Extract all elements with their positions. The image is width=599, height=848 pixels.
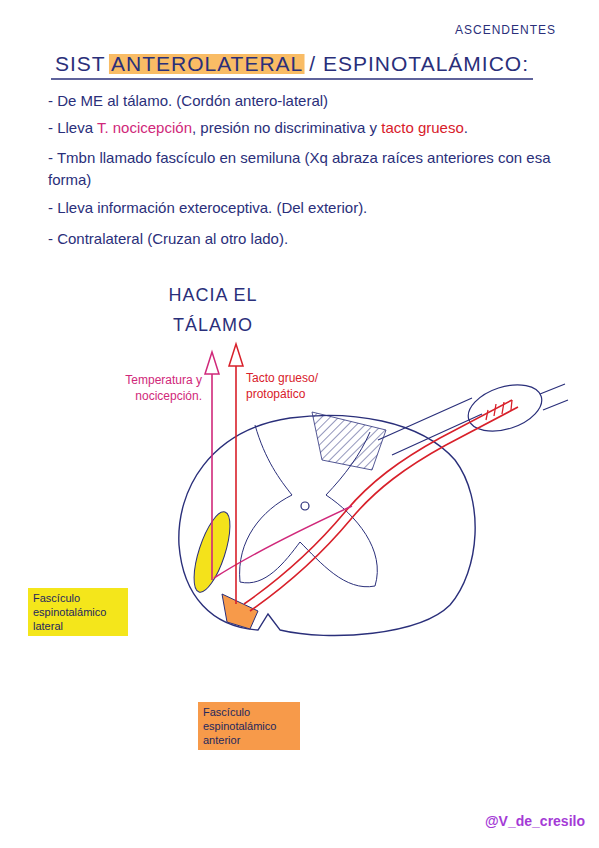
- anterior-tract: [222, 594, 258, 629]
- bullet-note: - Lleva información exteroceptiva. (Del …: [48, 197, 568, 219]
- arrow-head: [205, 352, 219, 374]
- arrow-head: [229, 344, 243, 366]
- title-underline: [51, 78, 533, 79]
- bullet-note: - Lleva T. nocicepción, presión no discr…: [48, 117, 568, 139]
- central-canal: [301, 502, 309, 510]
- bullet-note: - De ME al tálamo. (Cordón antero-latera…: [48, 90, 568, 112]
- tract-name: Fascículo espinotalámico lateral: [33, 591, 123, 633]
- text-run: .: [464, 119, 468, 136]
- text-run: , presión no discriminativa y: [192, 119, 381, 136]
- pain-fibre: [214, 506, 352, 578]
- section-tag: ASCENDENTES: [455, 22, 585, 38]
- tract-name: Fascículo espinotalámico anterior: [203, 705, 295, 747]
- text-run: tacto grueso: [381, 119, 464, 136]
- touch-arrow: [235, 364, 237, 604]
- posterior-horn: [312, 412, 386, 470]
- diagram-label: Tacto grueso/ protopático: [246, 370, 346, 402]
- dorsal-root: [378, 398, 482, 455]
- tract-label-box: Fascículo espinotalámico anterior: [198, 702, 300, 750]
- bullet-note: - Contralateral (Cruzan al otro lado).: [48, 228, 568, 250]
- touch-fibre: [250, 407, 518, 611]
- tract-label-box: Fascículo espinotalámico lateral: [28, 588, 128, 636]
- text-run: T. nocicepción: [97, 119, 192, 136]
- watermark: @V_de_cresilo: [400, 812, 585, 830]
- diagram-label: Temperatura y nocicepción.: [70, 372, 202, 404]
- page-title: SIST ANTEROLATERAL / ESPINOTALÁMICO:: [55, 52, 529, 76]
- text-run: - Lleva: [48, 119, 97, 136]
- bullet-note: - Tmbn llamado fascículo en semiluna (Xq…: [48, 147, 568, 191]
- temperature-arrow: [211, 372, 213, 580]
- diagram-label: HACIA EL TÁLAMO: [158, 280, 268, 340]
- spinal-nerve: [540, 384, 568, 410]
